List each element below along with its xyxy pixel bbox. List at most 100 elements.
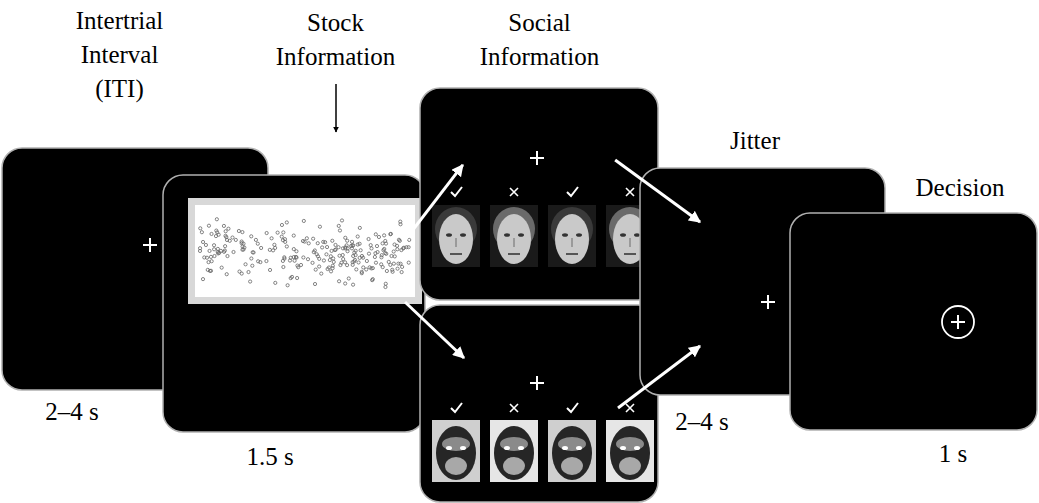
data-dot <box>371 279 374 282</box>
data-dot <box>358 256 361 259</box>
stock-plot <box>195 205 415 297</box>
data-dot <box>200 231 203 234</box>
cross-stroke <box>536 151 538 165</box>
data-dot <box>367 237 370 240</box>
stage-label: Decision <box>915 171 1005 205</box>
cross-stroke <box>536 376 538 390</box>
muzzle <box>619 457 641 475</box>
data-dot <box>213 248 216 251</box>
data-dot <box>325 253 328 256</box>
data-dot <box>250 257 253 260</box>
data-dot <box>325 245 328 248</box>
monkey-brow <box>558 437 586 451</box>
data-dot <box>256 242 259 245</box>
data-dot <box>257 260 260 263</box>
data-dot <box>367 252 370 255</box>
data-dot <box>341 247 344 250</box>
data-dot <box>243 246 246 249</box>
screen-frame <box>163 175 425 432</box>
data-dot <box>207 224 210 227</box>
data-dot <box>338 254 341 257</box>
data-dot <box>384 242 387 245</box>
cross-mark <box>510 404 518 412</box>
data-dot <box>249 280 252 283</box>
data-dot <box>375 244 378 247</box>
data-dot <box>216 250 219 253</box>
data-dot <box>285 245 288 248</box>
eye <box>518 233 524 237</box>
cross-stroke <box>149 238 151 252</box>
data-dot <box>274 281 277 284</box>
face-skin <box>439 214 473 264</box>
monkey-face <box>432 420 480 482</box>
duration-label: 2–4 s <box>45 395 100 429</box>
stage-label: Intertrial Interval (ITI) <box>55 4 185 105</box>
eye <box>620 446 626 450</box>
eye <box>634 233 640 237</box>
face-photo-ground <box>490 420 538 482</box>
human-face <box>548 205 596 267</box>
face-photo-ground <box>432 420 480 482</box>
eye <box>562 446 568 450</box>
eye <box>518 446 524 450</box>
data-dot <box>225 273 228 276</box>
data-dot <box>237 229 240 232</box>
data-dot <box>274 246 277 249</box>
data-dot <box>201 240 204 243</box>
data-dot <box>337 224 340 227</box>
data-dot <box>276 231 279 234</box>
data-dot <box>265 259 268 262</box>
duration-label: 2–4 s <box>675 405 730 439</box>
data-dot <box>251 251 254 254</box>
flow-arrow <box>615 160 700 222</box>
cross-mark <box>510 188 518 196</box>
data-dot <box>331 267 334 270</box>
data-dot <box>215 218 218 221</box>
data-dot <box>396 248 399 251</box>
data-dot <box>351 283 354 286</box>
data-dot <box>328 258 331 261</box>
data-dot <box>222 224 225 227</box>
flow-arrow <box>405 302 464 358</box>
data-dot <box>377 235 380 238</box>
data-dot <box>311 261 314 264</box>
social-screen: Social Information <box>420 88 658 300</box>
data-dot <box>281 259 284 262</box>
fixation-cross <box>761 295 775 309</box>
data-dot <box>224 245 227 248</box>
data-dot <box>402 246 405 249</box>
data-dot <box>295 250 298 253</box>
face-skin <box>497 214 531 264</box>
eye <box>504 233 510 237</box>
fixation-cross <box>143 238 157 252</box>
data-dot <box>280 235 283 238</box>
data-dot <box>296 264 299 267</box>
data-dot <box>306 258 309 261</box>
data-dot <box>301 239 304 242</box>
face-photo-ground <box>548 205 596 267</box>
data-dot <box>338 229 341 232</box>
face-photo-ground <box>548 420 596 482</box>
data-dot <box>326 267 329 270</box>
data-dot <box>392 262 395 265</box>
data-dot <box>240 272 243 275</box>
data-dot <box>204 243 207 246</box>
data-dot <box>337 280 340 283</box>
monkey-brow <box>442 437 470 451</box>
data-dot <box>226 254 229 257</box>
monkey-face <box>606 420 654 482</box>
data-dot <box>352 244 355 247</box>
eye <box>504 446 510 450</box>
cross-stroke <box>957 315 959 329</box>
data-dot <box>273 243 276 246</box>
data-dot <box>318 257 321 260</box>
data-dot <box>334 248 337 251</box>
data-dot <box>344 236 347 239</box>
data-dot <box>312 237 315 240</box>
eye <box>576 233 582 237</box>
data-dot <box>282 231 285 234</box>
muzzle <box>503 457 525 475</box>
data-dot <box>340 261 343 264</box>
muzzle <box>445 457 467 475</box>
